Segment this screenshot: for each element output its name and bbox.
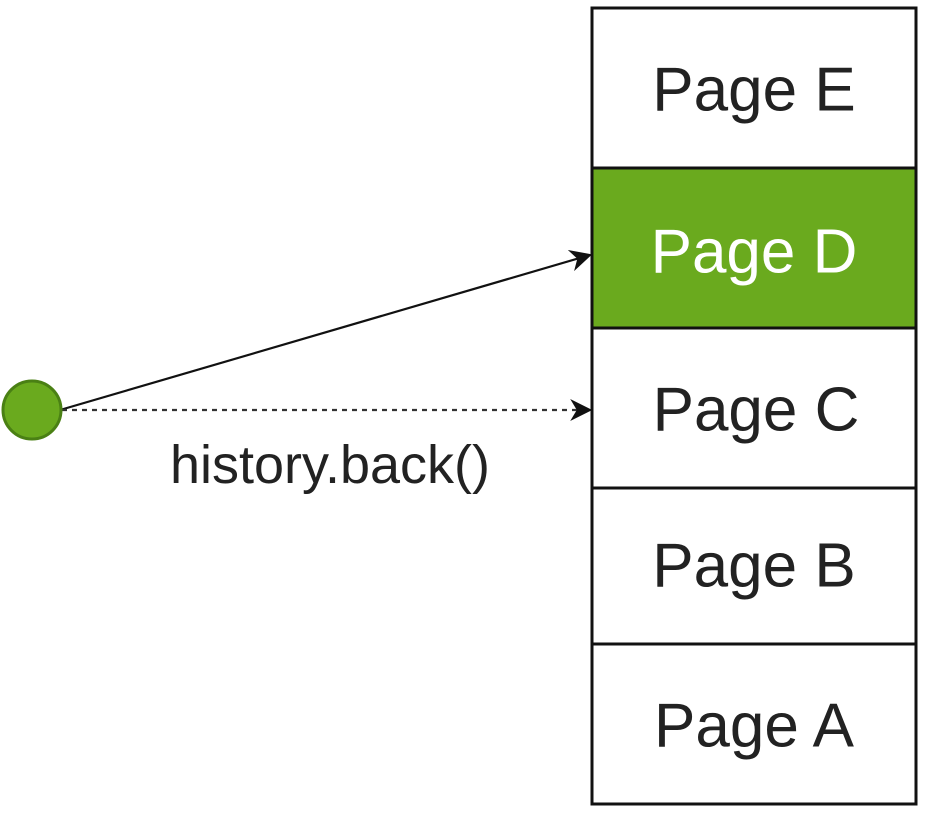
page-stack: Page E Page D Page C Page B Page A	[590, 6, 918, 806]
history-pointer-dot	[1, 379, 63, 441]
page-e-box: Page E	[590, 6, 918, 170]
page-d-box: Page D	[590, 166, 918, 330]
current-page-arrow	[59, 250, 593, 412]
page-a-label: Page A	[654, 692, 855, 761]
page-c-box: Page C	[590, 326, 918, 490]
page-c-label: Page C	[653, 376, 860, 445]
page-a-box: Page A	[590, 642, 918, 806]
history-back-label: history.back()	[170, 435, 490, 495]
page-b-label: Page B	[652, 532, 855, 601]
page-d-label: Page D	[651, 218, 858, 287]
page-e-label: Page E	[652, 56, 855, 125]
page-b-box: Page B	[590, 486, 918, 646]
